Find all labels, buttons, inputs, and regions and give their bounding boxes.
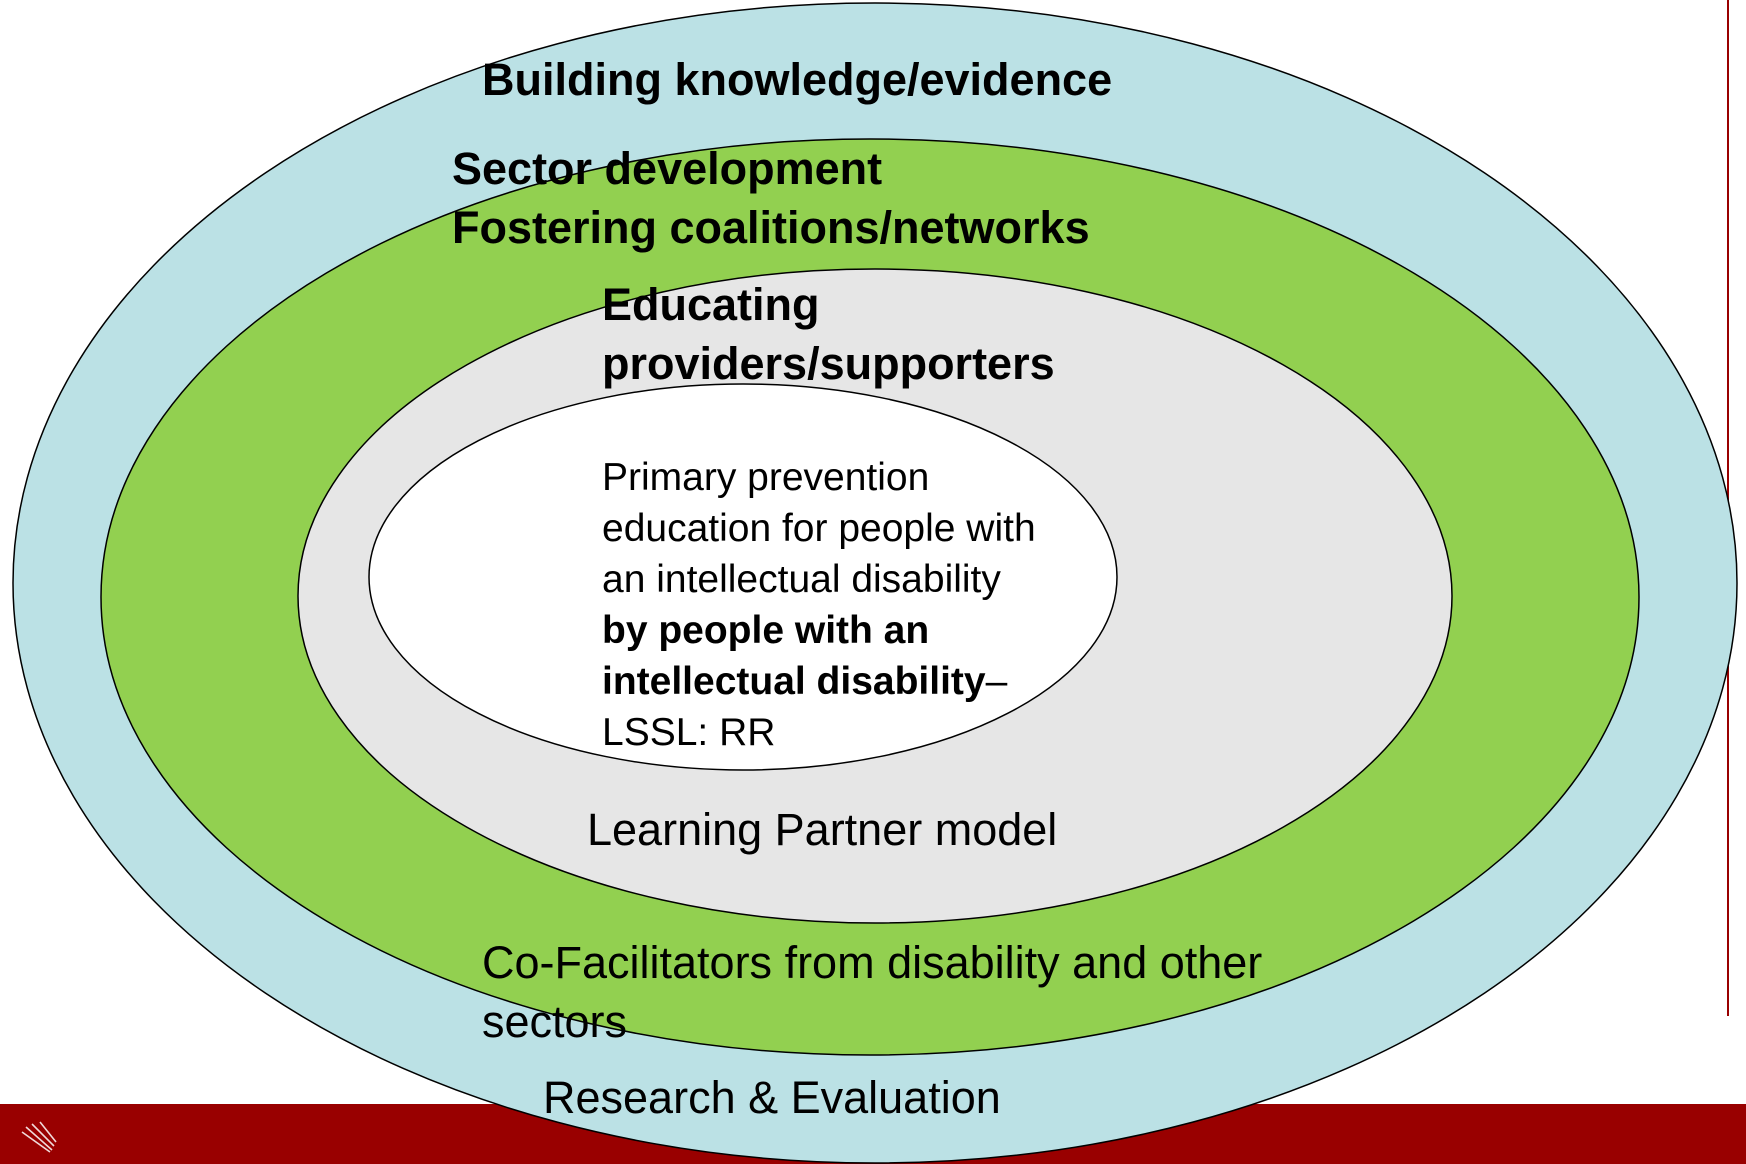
green-ring-footer-line1: Co-Facilitators from disability and othe… [482, 937, 1262, 988]
core-ellipse-primary-prevention [368, 383, 1118, 771]
core-text-line2: education for people with [602, 507, 1036, 550]
green-ring-heading-line1: Sector development [452, 143, 882, 194]
grey-ring-footer-text: Learning Partner model [587, 804, 1057, 855]
core-text-line5-bold: intellectual disability [602, 660, 986, 703]
outer-ring-heading: Building knowledge/evidence [482, 54, 1112, 105]
core-text-line6: LSSL: RR [602, 711, 775, 754]
core-text-line5-dash: – [986, 660, 1008, 703]
core-text-line4-bold: by people with an [602, 609, 929, 652]
core-text-line3: an intellectual disability [602, 558, 1001, 601]
grey-ring-heading-line1: Educating [602, 279, 820, 330]
green-ring-footer-line2: sectors [482, 996, 627, 1047]
core-text-line1: Primary prevention [602, 456, 929, 499]
core-text-line5: intellectual disability– [602, 660, 1008, 703]
grey-ring-heading-line2: providers/supporters [602, 338, 1055, 389]
green-ring-heading-line2: Fostering coalitions/networks [452, 202, 1090, 253]
outer-ring-footer-text: Research & Evaluation [543, 1072, 1001, 1123]
crest-logo-icon [21, 1121, 57, 1153]
